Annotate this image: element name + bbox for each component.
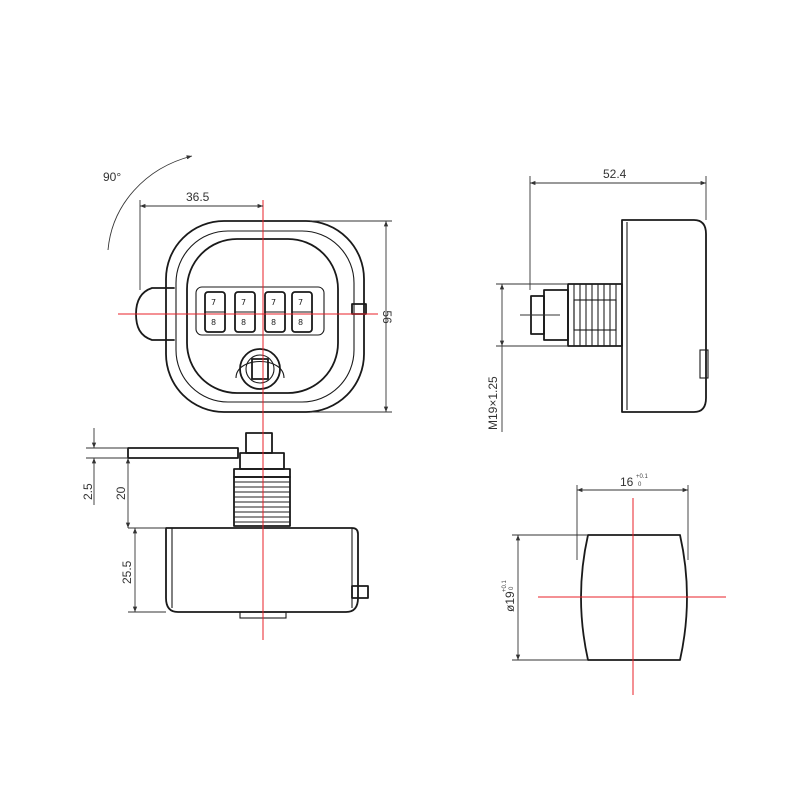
svg-text:8: 8 [271,318,276,327]
svg-text:0: 0 [638,482,642,488]
dim-hole-diameter: ø19 [503,591,517,612]
dim-thread: M19×1.25 [486,376,500,430]
dim-front-height: 56 [380,310,394,324]
rotation-label: 90° [103,170,121,184]
dial-window [195,286,325,336]
side-thread [567,283,623,347]
svg-text:8: 8 [298,318,303,327]
dim-side-length: 52.4 [603,167,627,181]
cam-plate [127,447,239,459]
svg-text:7: 7 [211,298,216,307]
front-body-inner [175,230,355,403]
bottom-body [165,527,359,613]
side-thread-hatch [573,284,617,346]
side-body [621,219,707,413]
dim-bottom-body: 25.5 [120,560,134,584]
svg-text:+0.1: +0.1 [636,474,649,480]
cutout-view: 16 +0.1 0 ø19 +0.1 0 [502,474,726,695]
bottom-thread-hatch [234,481,290,523]
wheel-4: 7 8 [291,291,313,333]
svg-text:7: 7 [271,298,276,307]
svg-text:8: 8 [241,318,246,327]
combination-wheels: 7 8 7 8 7 8 7 8 [204,291,313,333]
bottom-view: 2.5 20 25.5 [81,425,369,640]
svg-text:8: 8 [211,318,216,327]
wheel-3: 7 8 [264,291,286,333]
side-view: 52.4 M19×1.25 [486,167,709,432]
cutout-outline [580,534,688,661]
svg-text:+0.1: +0.1 [502,579,508,592]
wheel-1: 7 8 [204,291,226,333]
wheel-2: 7 8 [234,291,256,333]
reset-knob [235,348,285,390]
front-view: 90° 7 8 7 8 [103,155,394,425]
svg-text:0: 0 [509,586,515,590]
dim-front-width: 36.5 [186,190,210,204]
dim-bottom-plate: 2.5 [81,483,95,500]
front-body-outer [165,220,365,413]
dim-flat-width: 16 [620,475,634,489]
dim-bottom-shaft: 20 [114,486,128,500]
rotation-arrow-icon [107,155,193,251]
svg-text:7: 7 [298,298,303,307]
svg-text:7: 7 [241,298,246,307]
